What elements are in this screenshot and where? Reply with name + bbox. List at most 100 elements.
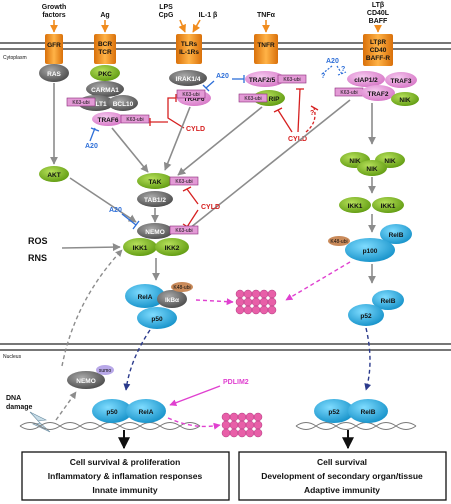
nemo-node: NEMO bbox=[137, 223, 173, 239]
svg-text:K63-ubi: K63-ubi bbox=[175, 179, 192, 185]
rns-label: RNS bbox=[28, 253, 47, 263]
traf3-node: TRAF3 bbox=[385, 72, 417, 88]
svg-text:CD40: CD40 bbox=[370, 47, 387, 54]
canonical-outcome-1: Cell survival & proliferation bbox=[70, 457, 181, 467]
tak-node: TAK bbox=[137, 173, 173, 189]
ros-label: ROS bbox=[28, 236, 48, 246]
tnfa-label: TNFα bbox=[257, 12, 276, 19]
irak-node: IRAK1/4 bbox=[169, 70, 207, 86]
svg-text:K63-ubi: K63-ubi bbox=[283, 77, 300, 83]
proteasome-cytoplasm bbox=[235, 289, 277, 315]
svg-text:MALT1: MALT1 bbox=[85, 101, 107, 108]
svg-text:p52: p52 bbox=[360, 313, 372, 320]
ltb-label: LTβ bbox=[372, 2, 385, 9]
a20-bcr-inhibition bbox=[89, 127, 100, 142]
svg-text:K48-ubi: K48-ubi bbox=[330, 239, 347, 245]
svg-text:p52: p52 bbox=[328, 409, 340, 416]
ligand-arrows bbox=[50, 19, 382, 33]
traf6-bcr-node: TRAF6 bbox=[92, 112, 124, 126]
ikk2-node: IKK2 bbox=[155, 238, 189, 256]
canonical-outcome-2: Inflammatory & inflamation responses bbox=[48, 471, 203, 481]
svg-text:RelB: RelB bbox=[389, 232, 404, 239]
akt-node: AKT bbox=[39, 166, 69, 182]
nemo-nuclear-node: NEMO bbox=[67, 371, 105, 389]
growth-factors-label-2: factors bbox=[42, 12, 65, 19]
svg-text:K48-ubi: K48-ubi bbox=[173, 285, 190, 291]
k63-ubi-tag-traf25: K63-ubi bbox=[277, 74, 307, 84]
svg-text:TCR: TCR bbox=[98, 49, 112, 56]
svg-text:TAB1/2: TAB1/2 bbox=[144, 197, 166, 204]
k63-ubi-tag-traf6-bcr: K63-ubi bbox=[120, 114, 150, 124]
svg-text:GFR: GFR bbox=[47, 42, 61, 49]
noncanonical-outcome-1: Cell survival bbox=[317, 457, 367, 467]
ciap-node: cIAP1/2 bbox=[347, 71, 385, 87]
svg-text:RelB: RelB bbox=[361, 409, 376, 416]
bcl10-node: BCL10 bbox=[108, 95, 138, 111]
svg-text:NEMO: NEMO bbox=[76, 378, 96, 385]
canonical-outcome-3: Innate immunity bbox=[92, 485, 157, 495]
a20-ltbr-inhibition bbox=[321, 65, 347, 76]
dna-strand-right bbox=[295, 422, 417, 430]
p100-node: p100 bbox=[345, 238, 395, 262]
k63-ubi-tag-traf2: K63-ubi bbox=[334, 87, 364, 97]
svg-text:TRAF6: TRAF6 bbox=[184, 96, 205, 103]
cyld-label-right: CYLD bbox=[288, 136, 307, 143]
svg-text:IkBα: IkBα bbox=[165, 297, 179, 304]
receptor-gfr: GFR bbox=[45, 34, 63, 64]
nik-cluster: NIK NIK NIK bbox=[340, 152, 405, 176]
svg-text:NIK: NIK bbox=[384, 158, 396, 165]
svg-text:cIAP1/2: cIAP1/2 bbox=[354, 77, 378, 84]
k63-ubi-tag-tak: K63-ubi bbox=[169, 176, 199, 186]
proteasome-nucleus bbox=[221, 412, 263, 438]
rela-node: RelA bbox=[125, 284, 165, 308]
pdlim2-label: PDLIM2 bbox=[223, 379, 249, 386]
dna-damage-label-2: damage bbox=[6, 404, 33, 411]
svg-text:TRAF2/5: TRAF2/5 bbox=[249, 77, 276, 84]
svg-text:TLRs: TLRs bbox=[181, 41, 198, 48]
a20-nemo-inhibition bbox=[121, 213, 140, 230]
svg-text:TRAF6: TRAF6 bbox=[98, 117, 119, 124]
ikk1-node: IKK1 bbox=[123, 238, 157, 256]
dna-damage-label-1: DNA bbox=[6, 395, 21, 402]
noncanonical-outcome-3: Adaptive immunity bbox=[304, 485, 380, 495]
svg-text:TRAF2: TRAF2 bbox=[368, 91, 389, 98]
svg-text:p50: p50 bbox=[106, 409, 118, 416]
p50-nuclear-node: p50 bbox=[92, 399, 132, 423]
svg-text:RelA: RelA bbox=[139, 409, 154, 416]
svg-text:BAFF-R: BAFF-R bbox=[366, 55, 390, 62]
svg-text:K63-ubi: K63-ubi bbox=[244, 96, 261, 102]
relb-upper-node: RelB bbox=[380, 224, 412, 244]
svg-text:CARMA1: CARMA1 bbox=[91, 87, 119, 94]
cyld-left-inhibition bbox=[149, 94, 185, 129]
tab-node: TAB1/2 bbox=[137, 191, 173, 207]
svg-text:TNFR: TNFR bbox=[257, 42, 275, 49]
k63-ubi-tag-traf6-tlr: K63-ubi bbox=[176, 89, 206, 99]
noncanonical-outcome-box: Cell survival Development of secondary o… bbox=[238, 451, 447, 501]
svg-text:IKK1: IKK1 bbox=[381, 203, 396, 210]
receptor-tnfr: TNFR bbox=[254, 34, 278, 64]
baff-label: BAFF bbox=[369, 18, 388, 25]
question-mark-red: ? bbox=[310, 110, 314, 117]
traf25-node: TRAF2/5 bbox=[245, 71, 285, 87]
k63-ubi-tag-malt1: K63-ubi bbox=[66, 97, 96, 107]
cyld-label-center: CYLD bbox=[201, 204, 220, 211]
k48-ubi-tag-p100: K48-ubi bbox=[328, 236, 350, 246]
receptor-tlrs: TLRs IL-1Rs bbox=[176, 34, 202, 64]
a20-label-ltbr: A20 bbox=[326, 58, 339, 65]
ag-label: Ag bbox=[100, 12, 109, 19]
k48-ubi-tag-ikba: K48-ubi bbox=[171, 282, 193, 292]
svg-text:AKT: AKT bbox=[47, 172, 60, 179]
sumo-tag: sumo bbox=[96, 365, 114, 375]
svg-text:TRAF3: TRAF3 bbox=[391, 78, 412, 85]
relb-lower-node: RelB bbox=[372, 290, 404, 310]
svg-text:TAK: TAK bbox=[149, 179, 162, 186]
carma1-node: CARMA1 bbox=[86, 81, 124, 97]
svg-text:RelB: RelB bbox=[381, 298, 396, 305]
p52-nuclear-node: p52 bbox=[314, 399, 354, 423]
a20-tlr-inhibition bbox=[202, 75, 245, 92]
svg-text:p50: p50 bbox=[151, 316, 163, 323]
traf2-node: TRAF2 bbox=[361, 85, 395, 101]
pkc-node: PKC bbox=[90, 65, 120, 81]
